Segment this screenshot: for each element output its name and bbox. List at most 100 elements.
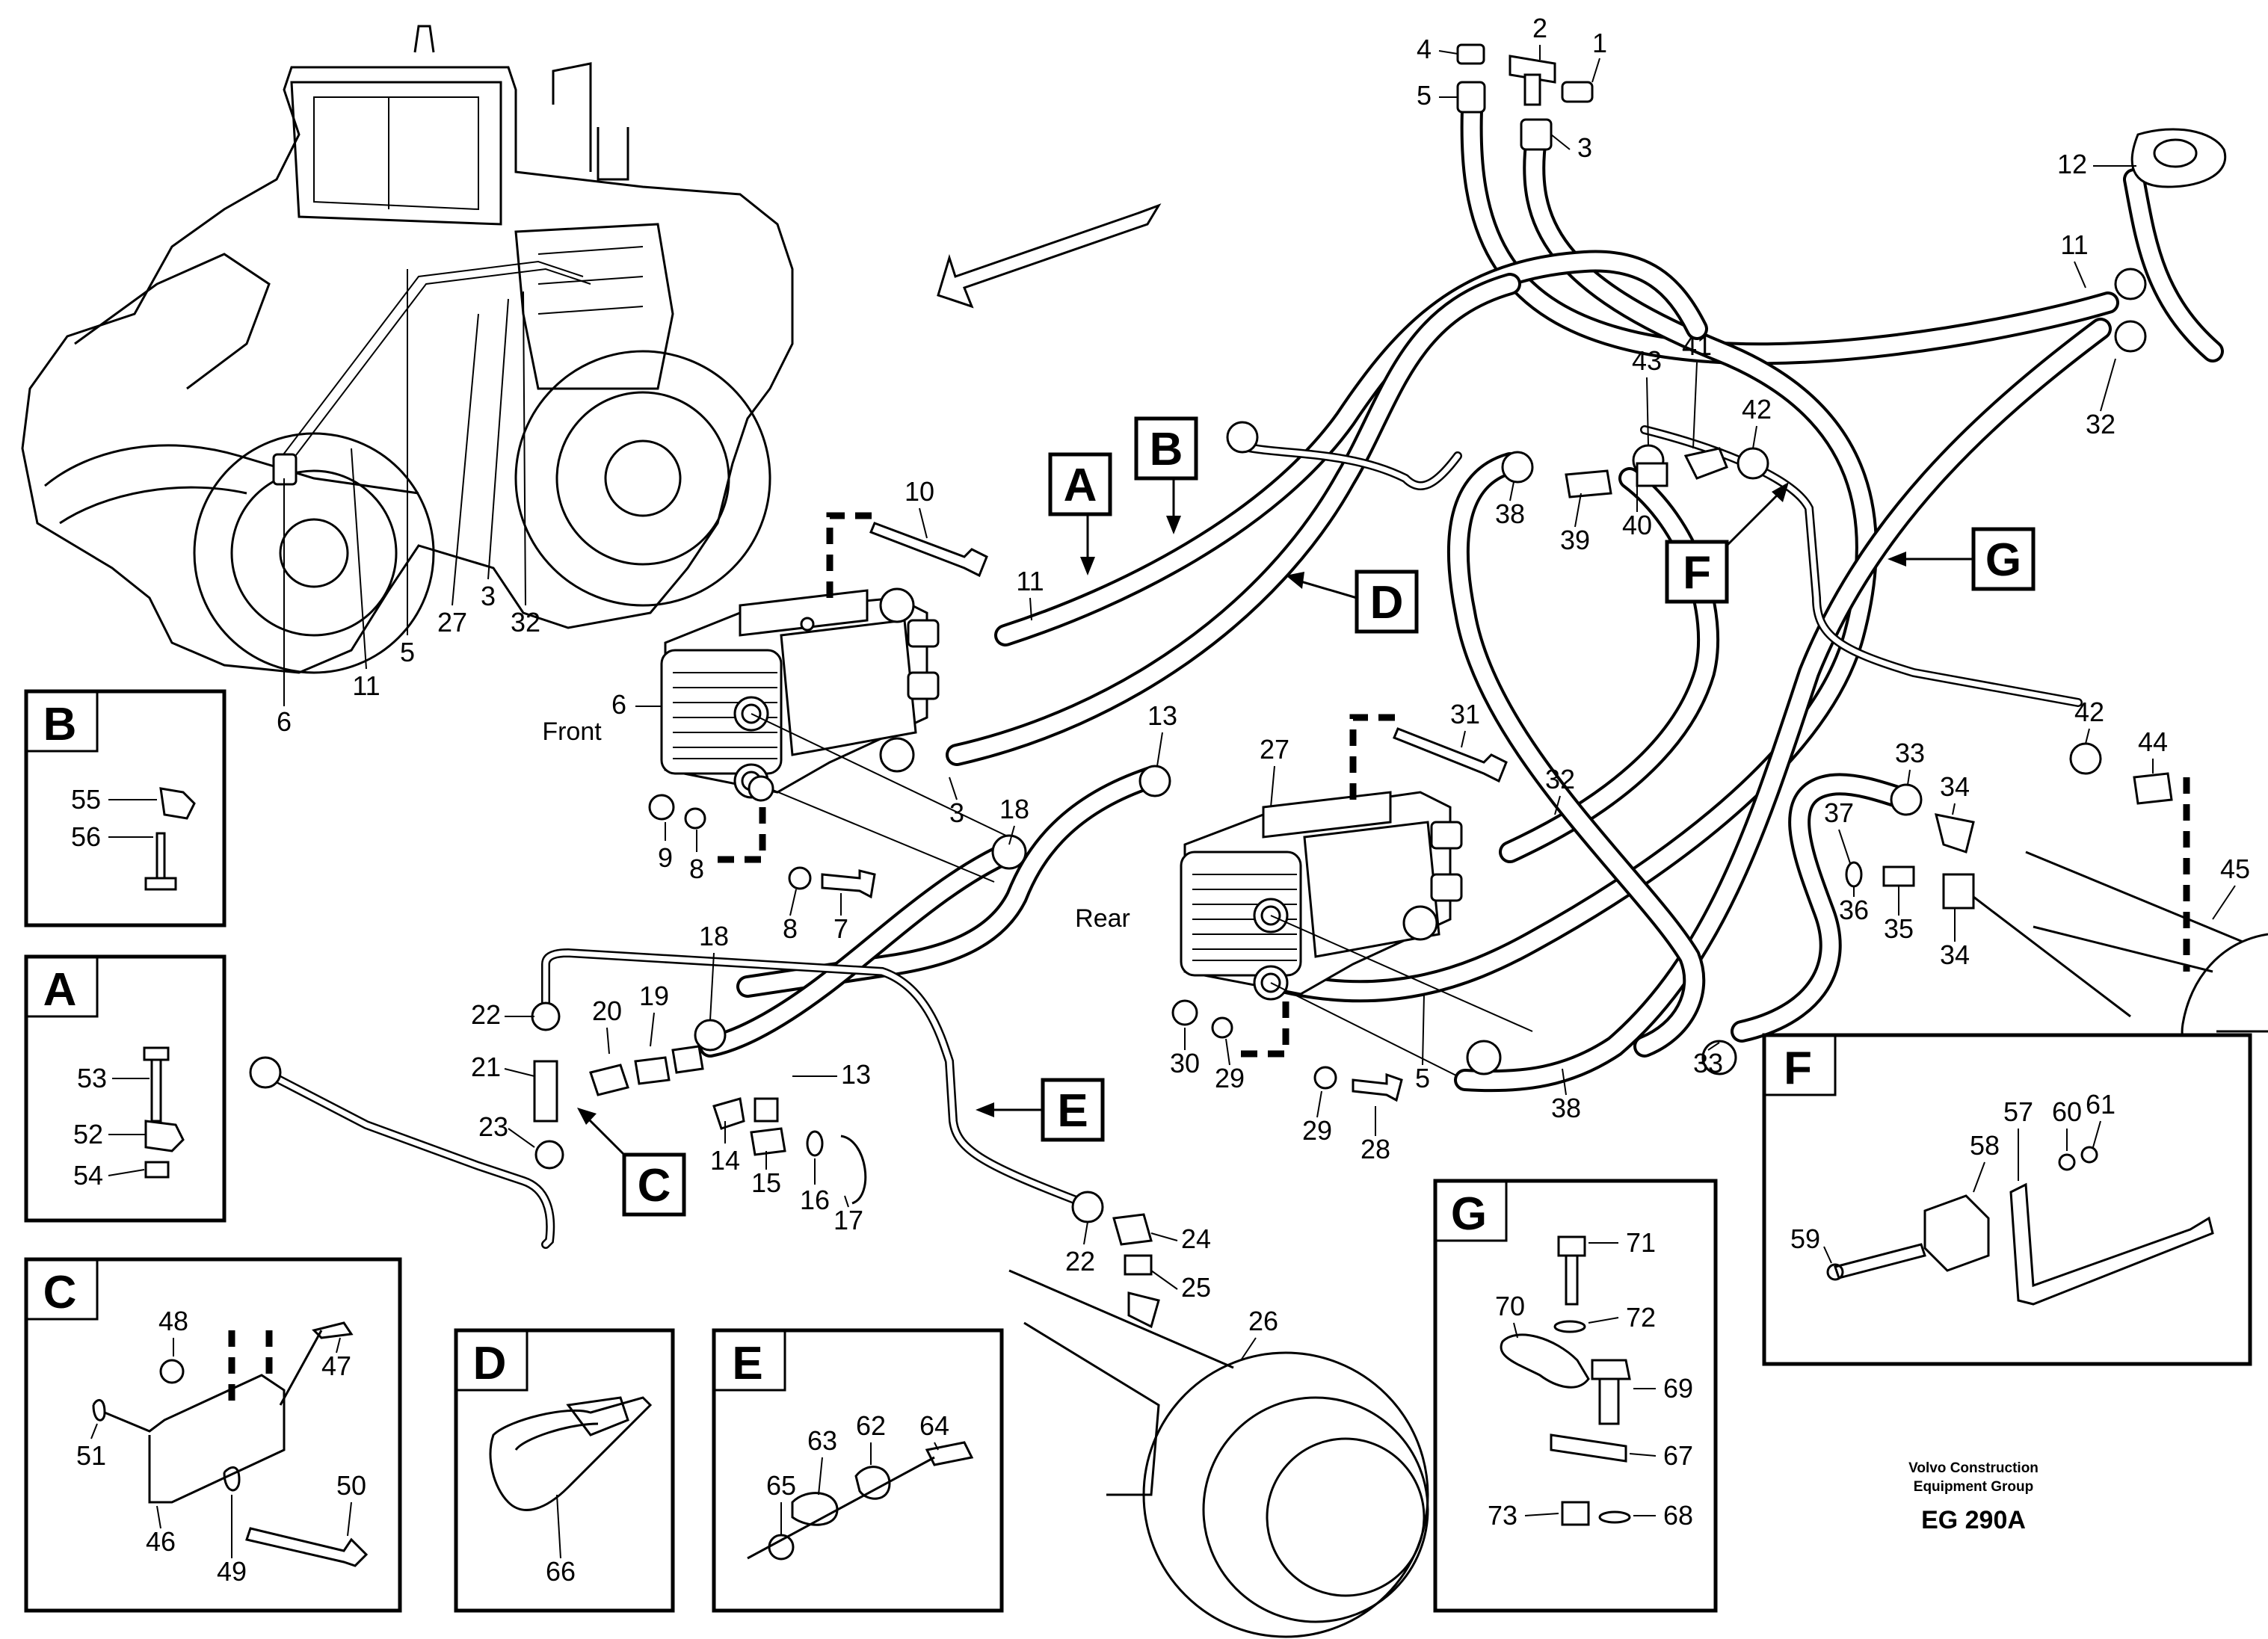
- callout: 32: [2086, 409, 2116, 439]
- callout: 48: [158, 1306, 188, 1336]
- callout: 3: [949, 797, 964, 828]
- bolt-28: [1352, 1072, 1403, 1102]
- callout: 34: [1940, 771, 1970, 802]
- callout: 25: [1181, 1272, 1211, 1303]
- rear-cooler-bolt-line: [1241, 714, 1398, 1058]
- callout: 1: [1592, 28, 1607, 58]
- callout: 28: [1361, 1134, 1390, 1164]
- machine-callout-1: 6: [277, 706, 292, 737]
- callouts-right-fittings: 42 44 33 34 37 36 35 34 45 33: [1693, 697, 2250, 1078]
- callouts-top-fittings: 4 2 1 5 3 12 11 32: [1417, 13, 2136, 439]
- view-label-f: F: [1683, 547, 1711, 599]
- callout: 72: [1626, 1302, 1656, 1333]
- machine-callout-6: 32: [511, 607, 540, 638]
- box-title-b: B: [43, 699, 77, 750]
- detail-view-c: [24, 1257, 402, 1613]
- callout: 41: [1682, 330, 1712, 361]
- detail-view-a: [24, 954, 227, 1223]
- callout: 12: [2057, 149, 2087, 179]
- callout: 34: [1940, 939, 1970, 970]
- view-label-g: G: [1985, 534, 2021, 586]
- callout: 43: [1632, 345, 1662, 376]
- box-title-g: G: [1451, 1188, 1487, 1240]
- callout: 44: [2138, 726, 2168, 757]
- callout: 38: [1551, 1093, 1581, 1123]
- callout: 2: [1532, 13, 1547, 43]
- callout: 61: [2086, 1089, 2116, 1120]
- callout: 52: [73, 1119, 103, 1149]
- view-letter-labels: A B D F G C E B A C D E G F: [26, 416, 2036, 1392]
- callout: 5: [1417, 80, 1432, 111]
- callouts-view-d: 66: [546, 1494, 576, 1587]
- machine-callout-2: 11: [352, 670, 380, 701]
- callout: 31: [1450, 699, 1480, 729]
- callout: 63: [807, 1425, 837, 1456]
- callout: 18: [699, 921, 729, 951]
- callout: 15: [751, 1167, 781, 1198]
- callout: 51: [76, 1440, 106, 1471]
- callout: 17: [833, 1205, 863, 1235]
- callout: 29: [1215, 1063, 1245, 1093]
- callouts-view-c: 48 47 51 46 49 50: [76, 1306, 366, 1587]
- callout: 32: [1545, 764, 1575, 794]
- callout: 4: [1417, 34, 1432, 64]
- machine-callout-5: 3: [481, 581, 496, 611]
- hydraulic-hoses: [699, 82, 2224, 1093]
- callout: 36: [1839, 895, 1869, 925]
- callout: 10: [905, 476, 934, 507]
- callout: 21: [471, 1052, 501, 1082]
- view-label-a: A: [1064, 460, 1097, 511]
- callout: 58: [1970, 1130, 2000, 1161]
- box-title-c: C: [43, 1267, 77, 1318]
- callout: 22: [1065, 1246, 1095, 1277]
- callout: 14: [710, 1145, 740, 1176]
- callout: 13: [1147, 700, 1177, 731]
- callout: 66: [546, 1556, 576, 1587]
- callouts-view-e: 63 62 64 65: [766, 1410, 949, 1536]
- front-cooler: [660, 589, 1010, 883]
- publisher-line-1: Volvo Construction: [1908, 1460, 2039, 1476]
- washer-29: [1313, 1066, 1337, 1090]
- callout: 67: [1663, 1440, 1693, 1471]
- view-label-c: C: [638, 1160, 671, 1211]
- callout: 13: [841, 1059, 871, 1090]
- callout: 46: [146, 1526, 176, 1557]
- callout: 18: [999, 794, 1029, 824]
- rear-label: Rear: [1075, 904, 1130, 933]
- detail-view-e: [712, 1328, 1004, 1613]
- bolt-31: [1393, 727, 1508, 783]
- callout: 33: [1895, 738, 1925, 768]
- box-title-d: D: [473, 1338, 507, 1389]
- callout: 8: [689, 854, 704, 884]
- callout: 45: [2220, 854, 2250, 884]
- callout: 6: [611, 689, 626, 720]
- detail-view-g: [1433, 1179, 1718, 1613]
- callout: 68: [1663, 1500, 1693, 1531]
- callout: 65: [766, 1470, 796, 1501]
- callouts-view-g: 71 72 70 69 67 73 68: [1488, 1227, 1693, 1531]
- callout: 9: [658, 842, 673, 873]
- callout: 11: [2060, 229, 2088, 260]
- callout: 56: [71, 821, 101, 852]
- direction-arrow: [937, 203, 1162, 309]
- callout: 71: [1626, 1227, 1656, 1258]
- view-label-b: B: [1150, 424, 1183, 475]
- callout: 39: [1560, 525, 1590, 555]
- callout: 50: [336, 1470, 366, 1501]
- fittings: [249, 43, 2227, 1329]
- callout: 23: [478, 1111, 508, 1142]
- machine-callout-4: 27: [437, 607, 467, 638]
- callout: 16: [800, 1185, 830, 1215]
- detail-view-b: [24, 689, 227, 927]
- machine-callout-3: 5: [400, 637, 415, 667]
- front-label: Front: [542, 717, 602, 746]
- front-cooler-bolt-line: [718, 512, 875, 863]
- bolt-10: [869, 522, 988, 578]
- callouts-view-f: 58 57 60 61 59: [1790, 1089, 2116, 1264]
- rear-cooler: [1180, 791, 1533, 1077]
- callout: 62: [856, 1410, 886, 1441]
- callout: 26: [1248, 1306, 1278, 1336]
- callouts-front-cooler: 10 11 6 3 9 8 8 7 13 18: [611, 476, 1177, 944]
- callout: 53: [77, 1063, 107, 1093]
